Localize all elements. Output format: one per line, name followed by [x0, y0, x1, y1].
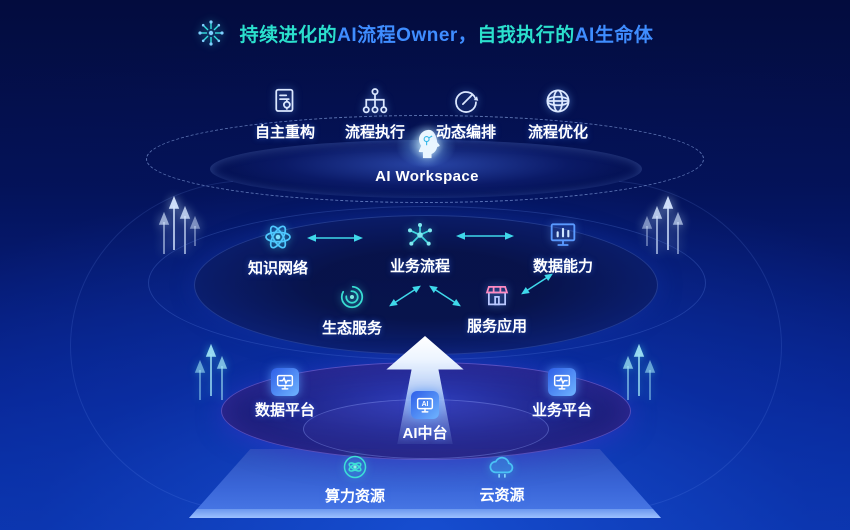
- data-chart-icon: [550, 223, 576, 246]
- up-arrows-lower-right: [622, 344, 656, 400]
- monitor-ai-icon: AI: [411, 391, 439, 419]
- title-segment: AI生命体: [574, 24, 654, 46]
- flow-nodes-icon: [362, 88, 388, 114]
- storefront-icon: [485, 286, 509, 306]
- blueprint-doc-icon: [275, 88, 294, 112]
- orchestration-icon: [455, 91, 479, 113]
- capability-item-label: 业务流程: [389, 258, 450, 275]
- workspace-item-self-rebuild: 自主重构: [230, 84, 340, 142]
- platform-item-data-platform: 数据平台: [230, 368, 340, 420]
- resource-item-label: 算力资源: [324, 488, 385, 505]
- capability-item-eco-services: 生态服务: [297, 280, 407, 338]
- platform-item-label: 业务平台: [531, 402, 592, 419]
- capability-item-data-capability: 数据能力: [508, 218, 618, 276]
- capability-item-service-apps: 服务应用: [442, 278, 552, 336]
- compute-atom-icon: [343, 455, 367, 479]
- resource-item-label: 云资源: [479, 487, 525, 504]
- page-title: 持续进化的AI流程Owner，自我执行的AI生命体: [0, 19, 850, 47]
- resource-trapezoid-rim: [189, 509, 661, 518]
- resource-trapezoid: [189, 449, 661, 518]
- workspace-item-label: 流程优化: [527, 124, 588, 141]
- double-arrow-data-apps: [521, 273, 553, 295]
- resource-item-compute: 算力资源: [300, 452, 410, 506]
- workspace-item-flow-execute: 流程执行: [320, 84, 430, 142]
- workspace-item-dynamic-orchestrate: 动态编排: [411, 84, 521, 142]
- workspace-dashed-ellipse: [146, 115, 704, 203]
- atom-icon: [265, 225, 291, 249]
- double-arrow-process-apps: [429, 285, 461, 307]
- ecosystem-spiral-icon: [340, 285, 364, 309]
- monitor-pulse-icon: [271, 368, 299, 396]
- resource-item-cloud: 云资源: [447, 451, 557, 505]
- monitor-pulse-icon: [548, 368, 576, 396]
- platform-item-ai-middle: AI AI中台: [370, 391, 480, 443]
- ai-head-icon: [418, 129, 440, 159]
- globe-network-icon: [546, 89, 570, 113]
- title-text: 持续进化的AI流程Owner，自我执行的AI生命体: [240, 20, 654, 47]
- workspace-label: AI Workspace: [375, 168, 479, 185]
- double-arrow-process-data: [456, 232, 514, 240]
- capability-item-label: 知识网络: [247, 260, 308, 277]
- double-arrow-process-eco: [389, 285, 421, 307]
- platform-item-label: 数据平台: [254, 402, 315, 419]
- workspace-item-label: 自主重构: [254, 124, 315, 141]
- platform-item-business-platform: 业务平台: [507, 368, 617, 420]
- flower-burst-icon: [198, 20, 224, 46]
- title-segment: 自我执行的: [477, 24, 575, 46]
- workspace-item-label: 流程执行: [344, 124, 405, 141]
- capability-item-label: 数据能力: [532, 258, 593, 275]
- capability-item-label: 服务应用: [466, 318, 527, 335]
- capability-item-knowledge-network: 知识网络: [223, 220, 333, 278]
- title-segment: AI流程Owner，: [337, 24, 478, 46]
- ai-icon-text: AI: [422, 401, 429, 408]
- workspace-item-flow-optimize: 流程优化: [503, 84, 613, 142]
- cloud-icon: [489, 456, 514, 478]
- up-arrows-lower-left: [194, 344, 228, 400]
- workspace-item-label: 动态编排: [435, 124, 496, 141]
- capability-item-label: 生态服务: [321, 320, 382, 337]
- title-segment: 持续进化的: [239, 24, 338, 46]
- double-arrow-knowledge-process: [307, 234, 363, 242]
- capability-item-business-process: 业务流程: [365, 218, 475, 276]
- platform-item-label: AI中台: [402, 425, 448, 442]
- process-hub-icon: [408, 223, 432, 246]
